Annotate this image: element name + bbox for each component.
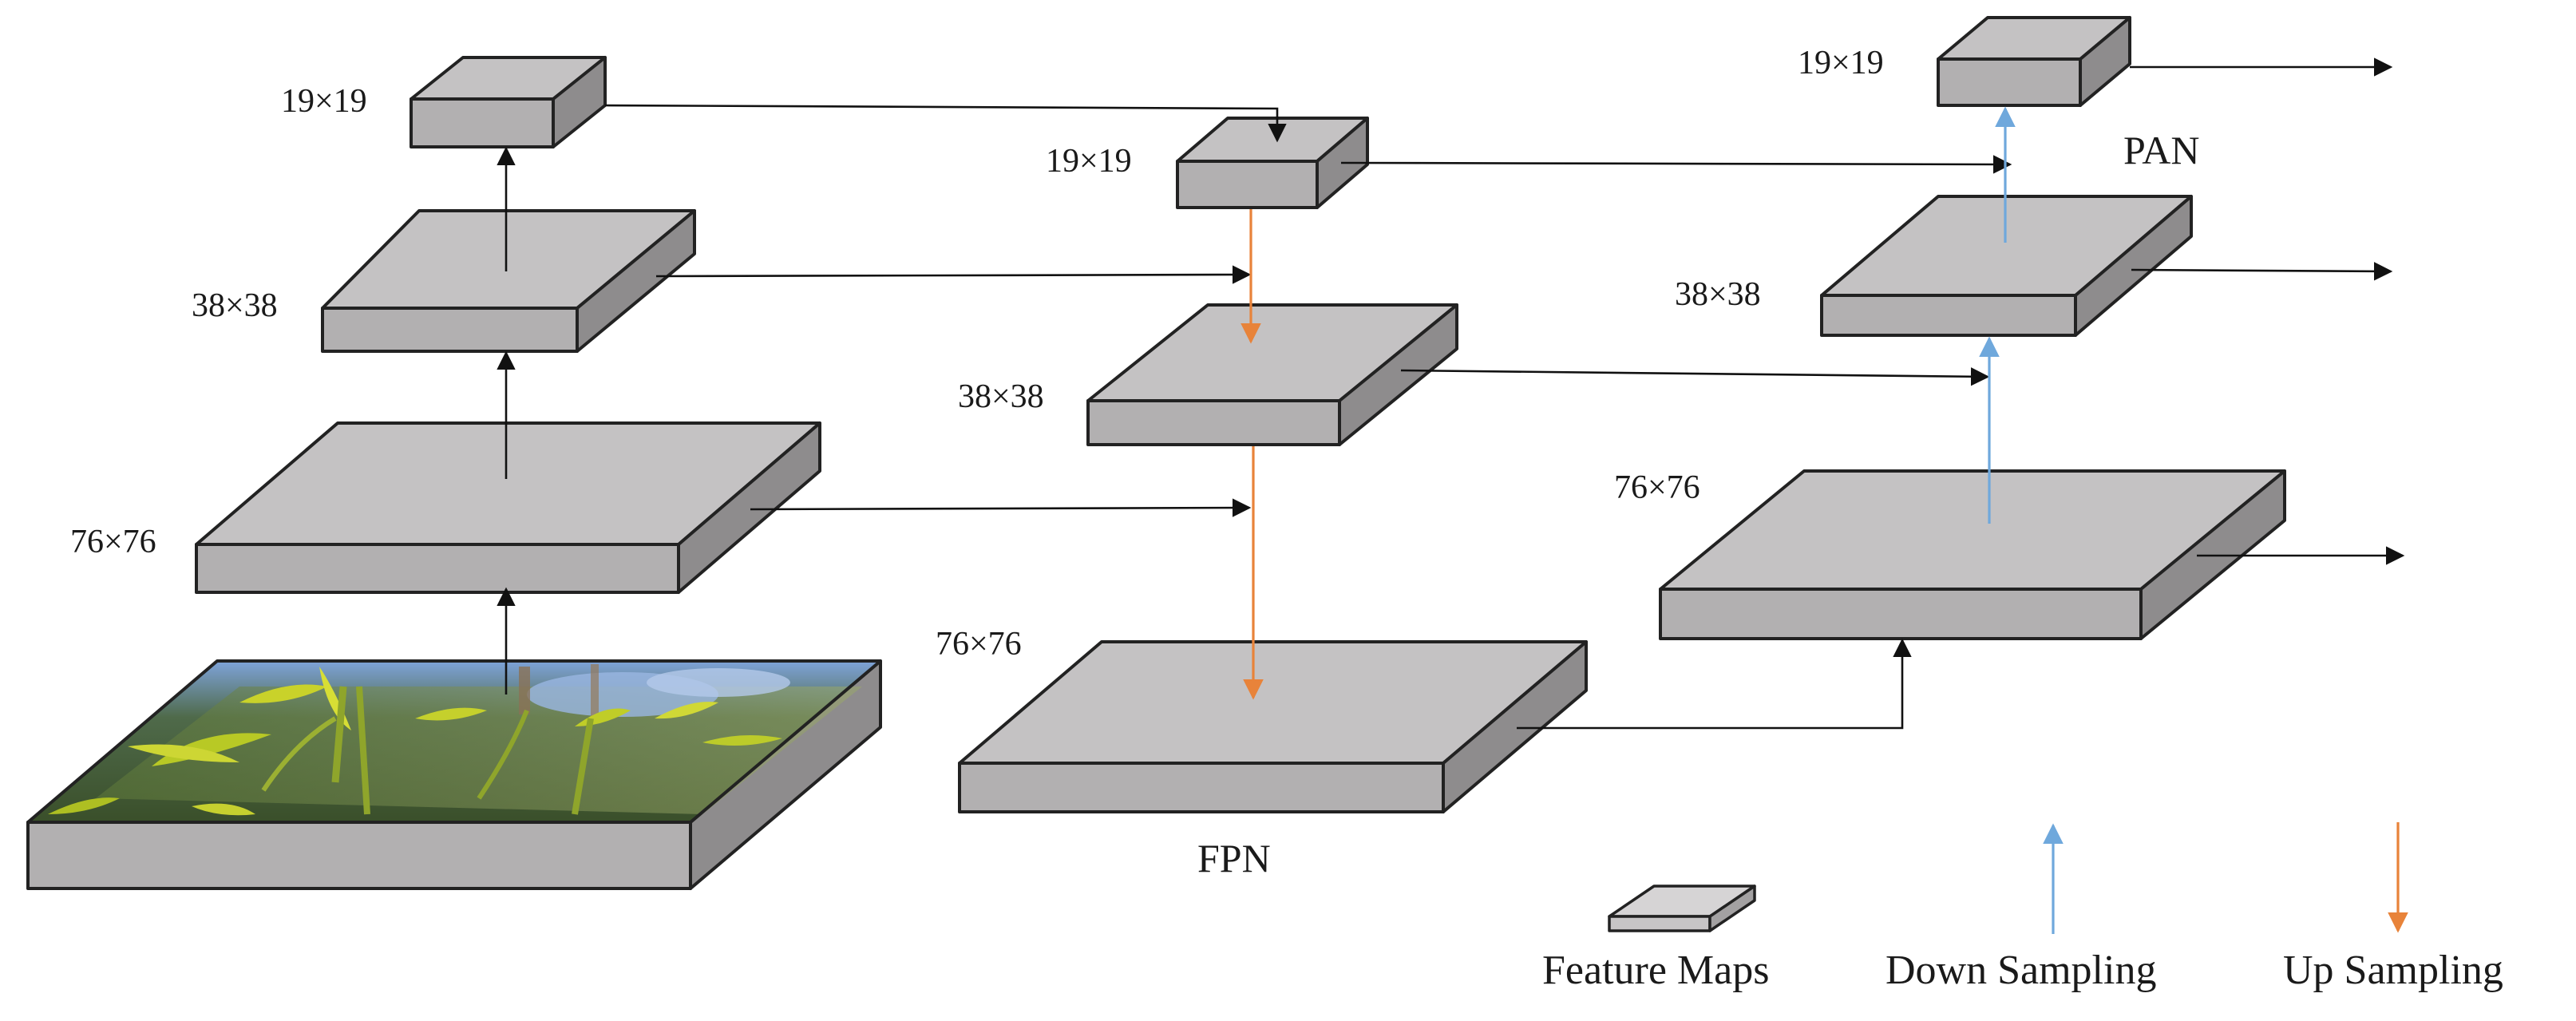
pan-76-box	[1659, 469, 2286, 640]
backbone-76-box	[195, 421, 821, 594]
legend-up-sampling-label: Up Sampling	[2283, 948, 2503, 993]
pan-19-box	[1937, 16, 2131, 107]
pan-38-label: 38×38	[1675, 276, 1761, 313]
lateral-fpn38-to-pan38	[1400, 367, 1990, 386]
lateral-fpn19-to-pan19	[1340, 155, 2012, 174]
lateral-38-to-fpn38	[655, 265, 1252, 284]
legend-down-sampling-label: Down Sampling	[1886, 948, 2156, 993]
fpn-38-label: 38×38	[958, 378, 1044, 415]
fpn-title: FPN	[1197, 836, 1271, 881]
lateral-76-to-fpn76	[750, 498, 1252, 517]
backbone-38-label: 38×38	[192, 287, 278, 324]
lateral-19-to-fpn19	[604, 104, 1287, 143]
legend-feature-maps-label: Feature Maps	[1542, 948, 1769, 993]
lateral-fpn76-to-pan76	[1517, 638, 1912, 730]
pan-38-box	[1820, 195, 2193, 337]
backbone-76-label: 76×76	[70, 524, 156, 560]
pan-76-label: 76×76	[1614, 469, 1700, 506]
pan-19-label: 19×19	[1798, 45, 1884, 81]
fpn-19-box	[1176, 117, 1369, 209]
pan-title: PAN	[2123, 128, 2199, 172]
backbone-19-box	[410, 56, 607, 148]
fpn-19-label: 19×19	[1046, 143, 1132, 180]
backbone-38-box	[321, 209, 696, 353]
fpn-38-box	[1086, 303, 1458, 446]
fpn-76-label: 76×76	[936, 626, 1022, 663]
backbone-19-label: 19×19	[281, 83, 367, 120]
pan-output-38	[2131, 262, 2393, 281]
legend-feature-map-icon	[1608, 884, 1756, 932]
legend: Feature Maps Down Sampling Up Sampling	[1542, 822, 2503, 993]
input-image-slab	[26, 659, 882, 890]
fpn-76-box	[958, 640, 1588, 813]
input-photo	[28, 661, 880, 822]
